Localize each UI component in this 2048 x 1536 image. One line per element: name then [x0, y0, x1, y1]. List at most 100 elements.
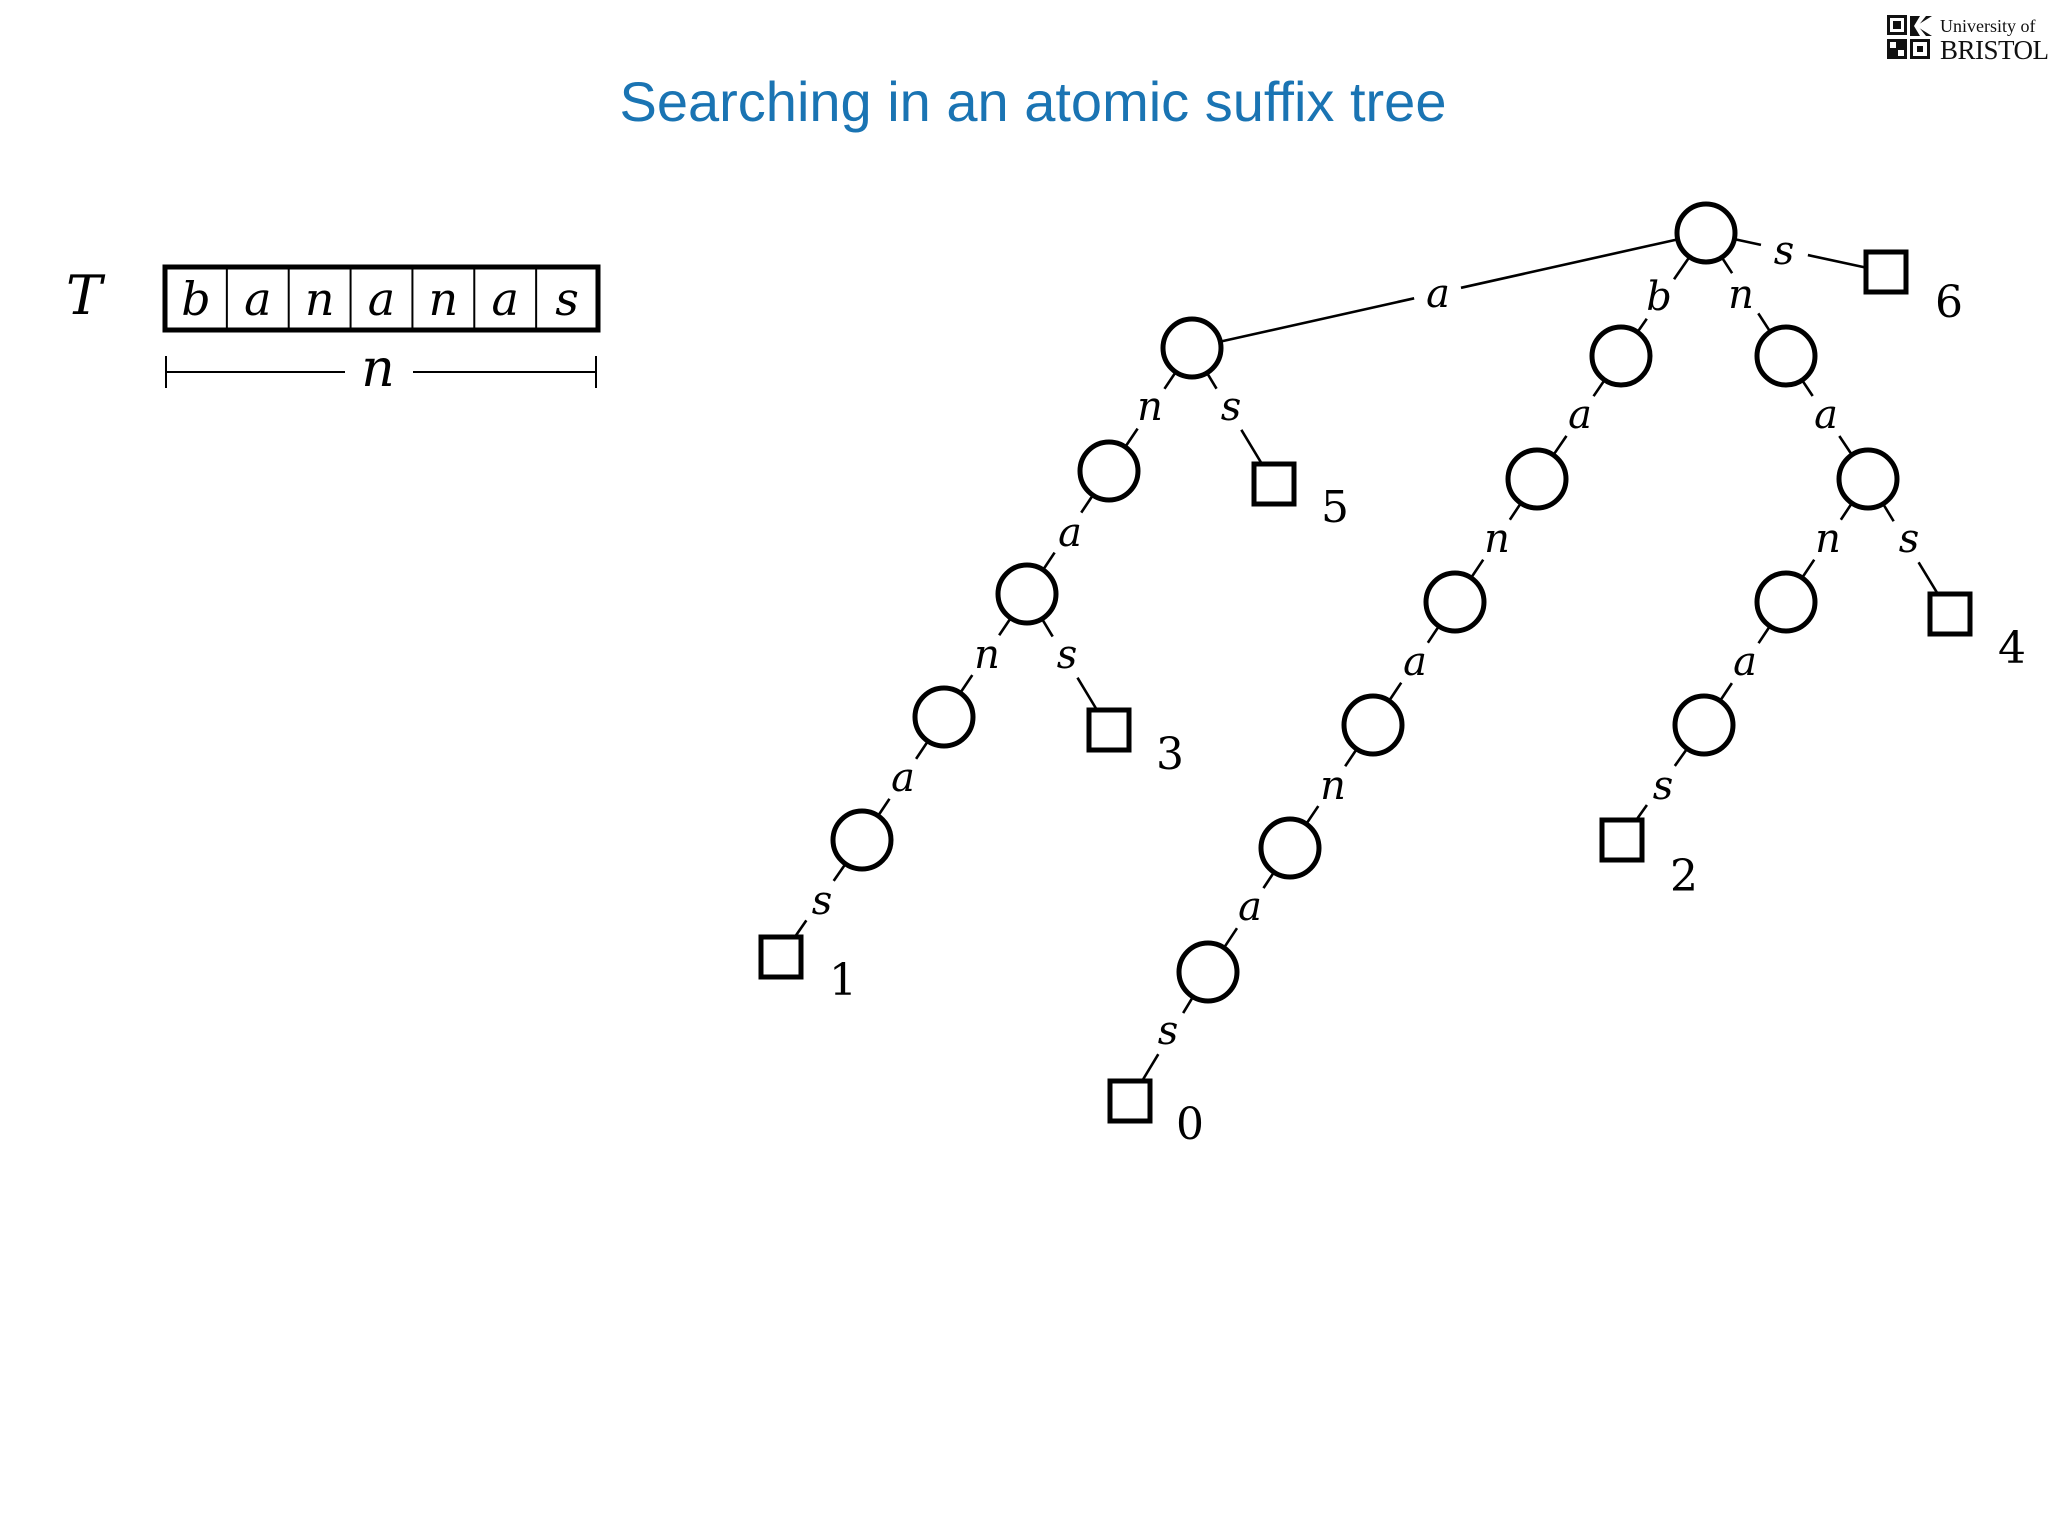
tree-edge-label: s	[1899, 516, 1920, 562]
tree-edge	[1222, 871, 1276, 949]
tree-edge-line	[1838, 435, 1853, 456]
tree-edge-line	[1124, 427, 1139, 448]
tree-edge	[1801, 502, 1853, 579]
university-logo: University of BRISTOL	[1886, 14, 2048, 65]
logo-line-1: University of	[1940, 16, 2036, 36]
tree-edge-line	[1552, 435, 1568, 456]
tree-edge-line	[1182, 996, 1195, 1014]
tree-edge	[1205, 372, 1264, 465]
tree-edge-label: n	[1484, 516, 1510, 562]
tree-node-na	[1836, 447, 1900, 511]
tree-edge	[1801, 379, 1853, 456]
tree-edge	[1636, 256, 1691, 333]
tree-edge	[1040, 618, 1099, 711]
tree-edge-line	[1636, 317, 1648, 333]
leaf-label: 2	[1670, 851, 1698, 902]
crest-icon	[1887, 15, 1932, 59]
tree-edge	[1552, 379, 1606, 456]
tree-leaf-leaf0	[1107, 1078, 1153, 1124]
tree-node-banan	[1258, 816, 1322, 880]
tree-edge-label: n	[974, 632, 1000, 678]
tree-edge-line	[1042, 551, 1056, 571]
tree-edges	[793, 237, 1939, 1082]
slide-title: Searching in an atomic suffix tree	[619, 70, 1447, 133]
tree-edge	[959, 617, 1012, 694]
array-cell-char: a	[368, 272, 395, 326]
array-cell-char: a	[491, 272, 518, 326]
tree-edge-line	[1917, 561, 1939, 595]
leaf-label: 5	[1321, 482, 1349, 533]
tree-edge-line	[1720, 256, 1734, 274]
tree-edge-label: b	[1646, 274, 1672, 320]
tree-edge-line	[1734, 237, 1762, 247]
tree-edge	[1881, 503, 1939, 595]
tree-edge	[1220, 238, 1678, 343]
tree-edge-line	[1460, 238, 1678, 290]
tree-node-anan	[912, 685, 976, 749]
tree-edge	[1042, 494, 1094, 571]
tree-node-nan	[1754, 570, 1818, 634]
array-cell-char: s	[555, 272, 579, 326]
tree-edge-line	[832, 863, 847, 882]
tree-edge-label: a	[1814, 392, 1838, 438]
tree-edge-label: s	[1653, 763, 1674, 809]
array-cell-char: n	[305, 272, 335, 326]
tree-edge-line	[1839, 502, 1853, 521]
tree-node-ban	[1423, 570, 1487, 634]
tree-node-an	[1077, 439, 1141, 503]
array-cell-char: a	[244, 272, 271, 326]
tree-node-bana	[1341, 693, 1405, 757]
logo-line-2: BRISTOL	[1940, 35, 2048, 65]
tree-edge-label: a	[1058, 510, 1082, 556]
tree-edge-line	[1205, 372, 1218, 390]
tree-edge-label: n	[1320, 763, 1346, 809]
tree-edge-line	[1262, 871, 1276, 889]
tree-edge-label: s	[1057, 632, 1078, 678]
tree-edge-line	[1508, 502, 1522, 521]
tree-edge-line	[1801, 379, 1814, 397]
tree-edge	[1140, 996, 1195, 1082]
tree-edge-label: a	[891, 755, 915, 801]
length-label: n	[361, 339, 395, 399]
tree-node-ana	[995, 562, 1059, 626]
array-cell-char: b	[181, 272, 210, 326]
tree-edge	[1734, 237, 1867, 269]
leaf-label: 6	[1935, 277, 1963, 328]
tree-edge-label: a	[1238, 884, 1262, 930]
tree-edge-line	[1305, 805, 1320, 825]
tree-edge-line	[1240, 429, 1264, 465]
tree-edge-line	[915, 740, 929, 760]
tree-leaf-leaf6	[1863, 249, 1909, 295]
tree-edge-line	[1388, 681, 1403, 702]
tree-edge-line	[1592, 379, 1606, 397]
tree-edge-line	[1719, 682, 1733, 702]
tree-edge-line	[1076, 677, 1099, 711]
tree-edge	[1124, 371, 1177, 448]
tree-edge-line	[1470, 558, 1485, 579]
tree-edge-line	[998, 617, 1012, 636]
tree-edge-line	[877, 798, 891, 817]
tree-edge-line	[1426, 625, 1440, 644]
leaf-label: 3	[1156, 729, 1184, 780]
tree-edge	[877, 740, 929, 817]
tree-leaf-leaf3	[1086, 707, 1132, 753]
tree-edge-line	[1801, 558, 1816, 579]
tree-edge-line	[1163, 371, 1177, 390]
tree-node-ba	[1505, 447, 1569, 511]
tree-node-banana	[1176, 940, 1240, 1004]
tree-edge-line	[1140, 1053, 1160, 1082]
tree-edge-label: s	[1221, 384, 1242, 430]
tree-edge-label: n	[1137, 384, 1163, 430]
tree-edge	[1720, 256, 1772, 333]
tree-edge-label: s	[812, 878, 833, 924]
tree-edge-line	[1881, 503, 1895, 522]
tree-edge	[1470, 502, 1522, 579]
tree-edge-line	[1040, 618, 1054, 638]
tree-node-b	[1589, 324, 1653, 388]
tree-edge	[1388, 625, 1440, 702]
tree-edge-label: a	[1426, 271, 1450, 317]
